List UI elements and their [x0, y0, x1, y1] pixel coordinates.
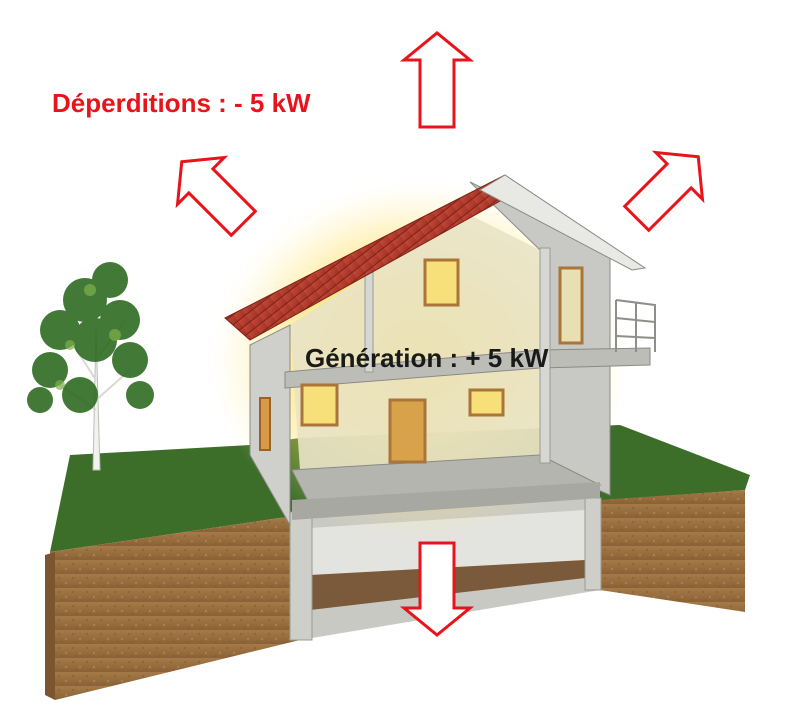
door — [388, 398, 427, 464]
window-side-tall — [558, 266, 584, 345]
window-upper — [423, 258, 460, 307]
heat-loss-arrow-up-right — [622, 150, 705, 233]
roof-gable — [478, 174, 647, 271]
generation-label: Génération : + 5 kW — [305, 343, 549, 373]
heat-loss-arrow-up-left — [175, 155, 258, 238]
heat-loss-label: Déperditions : - 5 kW — [52, 88, 311, 118]
window-exterior-left — [259, 397, 271, 451]
house — [224, 174, 656, 527]
soil-right — [600, 490, 745, 612]
soil-left-edge — [45, 552, 55, 700]
heat-loss-arrow-up — [399, 31, 475, 129]
tree — [27, 262, 154, 471]
balcony-railing — [615, 299, 656, 352]
window-lower-right — [468, 388, 505, 417]
heat-loss-arrow-down — [399, 541, 475, 637]
soil-front — [50, 515, 300, 700]
window-lower-left — [300, 383, 339, 427]
